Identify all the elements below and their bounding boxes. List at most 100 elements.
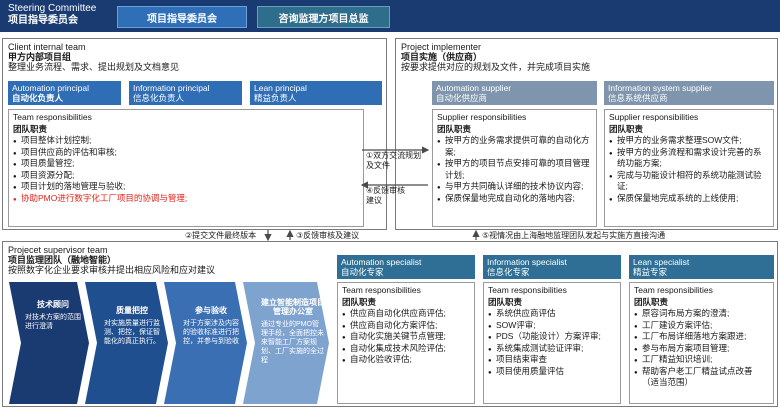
information-specialist-tab: Information specialist 信息化专家 (483, 255, 621, 279)
chevron-2 (85, 282, 168, 404)
client-responsibilities-box: Team responsibilities 团队职责 项目整体计划控制; 项目供… (8, 109, 364, 227)
arrow-2-label: ②提交文件最终版本 (185, 231, 257, 240)
specialist-resp-en: Team responsibilities (488, 285, 567, 295)
chevron-title: 质量把控 (116, 306, 148, 315)
client-team-panel: Client internal team 甲方内部项目组 整理业务流程、需求、提… (2, 38, 387, 230)
chevron-1 (9, 282, 89, 404)
supplier-resp-en: Supplier responsibilities (609, 112, 699, 122)
steering-committee-title: Steering Committee 项目指导委员会 (8, 3, 96, 27)
chevron-3-content: 参与验收 对于方案涉及内容的验收标准进行把控，并参与到验收 (183, 306, 239, 346)
tab-en: Automation principal (12, 83, 90, 93)
supervisor-title-cn: 项目监理团队（融地智能） (8, 255, 117, 265)
supplier-resp-list: 按甲方的业务需求整理SOW文件; 按甲方的业务流程和需求设计完善的系统功能方案;… (609, 135, 769, 206)
chevron-2-content: 质量把控 对实施质量进行监测、把控，保证智能化的真正执行。 (104, 306, 160, 346)
specialist-resp-en: Team responsibilities (342, 285, 421, 295)
chevron-text: 对于方案涉及内容的验收标准进行把控，并参与到验收 (183, 320, 239, 345)
tab-en: Automation supplier (436, 83, 512, 93)
specialist-resp-list: 系统供应商评估 SOW评审; PDS（功能设计）方案评审; 系统集成测试验证评审… (488, 308, 616, 379)
consulting-director-box: 咨询监理方项目总监 (257, 6, 390, 28)
list-item: 项目使用质量评估 (488, 366, 616, 379)
tab-cn: 信息系统供应商 (608, 93, 668, 103)
tab-en: Lean principal (254, 83, 307, 93)
list-item: 原容词布局方案的澄清; (634, 308, 769, 321)
automation-supplier-box: Supplier responsibilities 团队职责 按甲方的业务需求提… (432, 109, 597, 227)
lean-specialist-tab: Lean specialist 精益专家 (629, 255, 774, 279)
client-title-cn: 甲方内部项目组 (8, 52, 72, 62)
supplier-resp-en: Supplier responsibilities (437, 112, 527, 122)
chevron-text: 通过专业的PMO管理手段，全面把控未来智能工厂方案规划、工厂实施的全过程 (261, 321, 324, 364)
chevron-title: 参与验收 (195, 306, 227, 315)
list-item: 保质保量地完成系统的上线使用; (609, 193, 769, 206)
list-item: 自动化验收评估; (342, 354, 470, 367)
list-item: 项目结束审查 (488, 354, 616, 367)
list-item: 供应商自动化方案评估; (342, 320, 470, 333)
steering-committee-cn: 项目指导委员会 (8, 15, 78, 26)
supplier-resp-cn: 团队职责 (437, 123, 472, 134)
list-item: 项目供应商的评估和审核; (13, 147, 359, 160)
tab-en: Information specialist (487, 257, 567, 267)
list-item: 项目资源分配; (13, 170, 359, 183)
supplier-resp-list: 按甲方的业务需求提供可靠的自动化方案; 按甲方的项目节点安排可靠的项目管理计划;… (437, 135, 592, 206)
chevron-text: 对技术方案的范围进行澄清 (25, 314, 81, 330)
specialist-resp-cn: 团队职责 (488, 296, 523, 307)
list-item: 项目计划的落地管理与验收; (13, 181, 359, 194)
arrow-4-label: ④反馈审核建议 (366, 186, 406, 205)
chevron-title: 建立智能制造项目管理办公室 (261, 298, 325, 316)
specialist-resp-cn: 团队职责 (342, 296, 377, 307)
tab-en: Information principal (133, 83, 210, 93)
chevron-text: 对实施质量进行监测、把控，保证智能化的真正执行。 (104, 320, 160, 345)
list-item: 按甲方的业务流程和需求设计完善的系统功能方案; (609, 147, 769, 170)
automation-principal-tab: Automation principal 自动化负责人 (8, 81, 121, 105)
implementer-panel: Project implementer 项目实施（供应商） 按要求提供对应的规划… (395, 38, 778, 230)
tab-cn: 信息化负责人 (133, 93, 185, 103)
supervisor-desc: 按照数字化企业要求审核并提出相应风险和应对建议 (8, 265, 216, 275)
list-item: 工厂布局详细落地方案跟进; (634, 331, 769, 344)
tab-cn: 自动化供应商 (436, 93, 488, 103)
list-item: 系统供应商评估 (488, 308, 616, 321)
list-item: 按甲方的业务需求整理SOW文件; (609, 135, 769, 148)
supervisor-title-en: Projecet supervisor team (8, 245, 108, 255)
information-principal-tab: Information principal 信息化负责人 (129, 81, 242, 105)
arrow-3-label: ③反馈审核及建议 (296, 231, 360, 240)
chevron-title: 技术顾问 (37, 300, 69, 309)
supervisor-panel: Projecet supervisor team 项目监理团队（融地智能） 按照… (2, 241, 778, 407)
tab-cn: 精益专家 (633, 267, 668, 277)
client-title-en: Client internal team (8, 42, 86, 52)
tab-cn: 信息化专家 (487, 267, 530, 277)
arrow-1-label: ①双方交流规划及文件 (366, 151, 422, 170)
automation-supplier-tab: Automation supplier 自动化供应商 (432, 81, 597, 105)
steering-committee-box: 项目指导委员会 (117, 6, 247, 28)
list-item: 参与布局方案项目管理; (634, 343, 769, 356)
list-item: 保质保量地完成自动化的落地内容; (437, 193, 592, 206)
chevron-4-content: 建立智能制造项目管理办公室 通过专业的PMO管理手段，全面把控未来智能工厂方案规… (261, 298, 325, 365)
implementer-title-en: Project implementer (401, 42, 482, 52)
arrow-5-label: ⑤视情况由上海融地监理团队发起与实施方直接沟通 (482, 231, 666, 240)
implementer-header: Project implementer 项目实施（供应商） 按要求提供对应的规划… (401, 42, 590, 72)
automation-specialist-box: Team responsibilities 团队职责 供应商自动化供应商评估; … (337, 282, 475, 404)
tab-en: Lean specialist (633, 257, 690, 267)
list-item: 自动化集成技术风险评估; (342, 343, 470, 356)
client-resp-cn: 团队职责 (13, 123, 48, 134)
list-item: 帮助客户老工厂精益试点改善（适当范围） (634, 366, 769, 389)
client-resp-list: 项目整体计划控制; 项目供应商的评估和审核; 项目质量管控; 项目资源分配; 项… (13, 135, 359, 206)
list-item: PDS（功能设计）方案评审; (488, 331, 616, 344)
client-resp-en: Team responsibilities (13, 112, 92, 122)
supplier-resp-cn: 团队职责 (609, 123, 644, 134)
list-item: 项目整体计划控制; (13, 135, 359, 148)
specialist-resp-cn: 团队职责 (634, 296, 669, 307)
chevron-3 (164, 282, 247, 404)
information-supplier-tab: Information system supplier 信息系统供应商 (604, 81, 774, 105)
implementer-desc: 按要求提供对应的规划及文件，并完成项目实施 (401, 62, 591, 72)
list-item-highlight: 协助PMO进行数字化工厂项目的协调与管理; (13, 193, 359, 206)
list-item: 与甲方共同确认详细的技术协议内容; (437, 181, 592, 194)
chevron-1-content: 技术顾问 对技术方案的范围进行澄清 (25, 300, 81, 331)
information-supplier-box: Supplier responsibilities 团队职责 按甲方的业务需求整… (604, 109, 774, 227)
list-item: 工厂建设方案评估; (634, 320, 769, 333)
tab-cn: 精益负责人 (254, 93, 297, 103)
implementer-title-cn: 项目实施（供应商） (401, 52, 483, 62)
client-desc: 整理业务流程、需求、提出规划及文档意见 (8, 62, 180, 72)
list-item: 工厂精益知识培训; (634, 354, 769, 367)
list-item: 按甲方的业务需求提供可靠的自动化方案; (437, 135, 592, 158)
list-item: 项目质量管控; (13, 158, 359, 171)
